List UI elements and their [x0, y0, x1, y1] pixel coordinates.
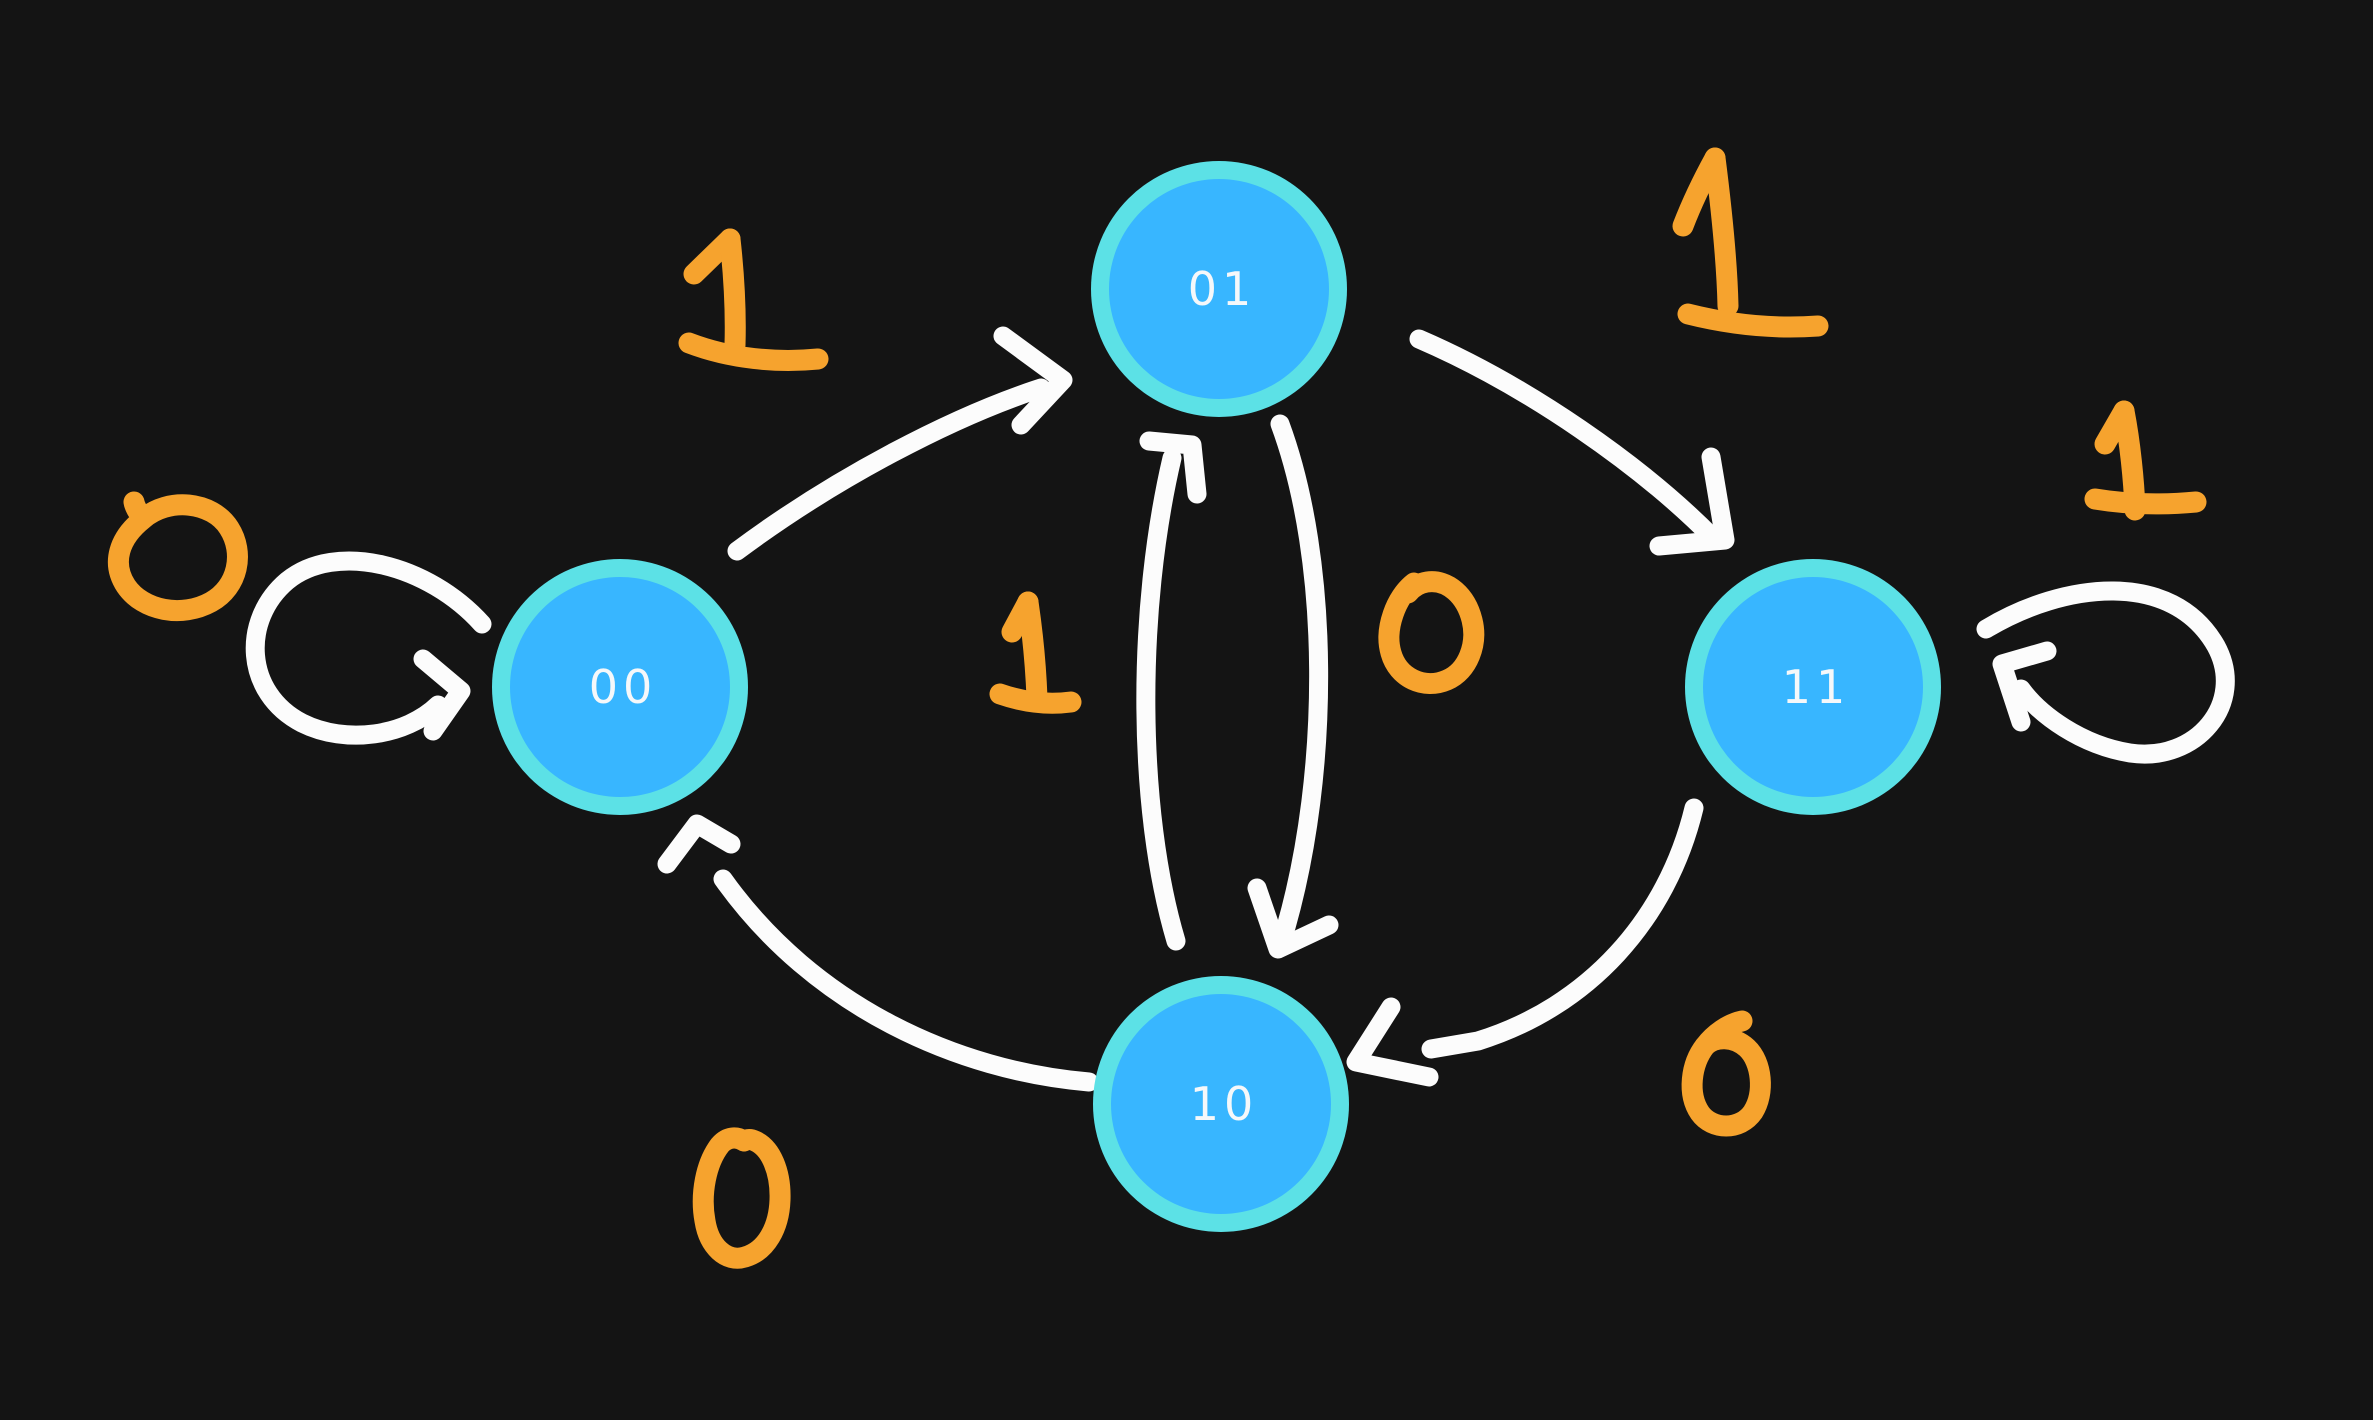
transition-label-01-to-10[interactable] — [1378, 571, 1485, 694]
transition-01-to-10[interactable] — [1247, 414, 1339, 959]
state-01-fill — [1109, 179, 1329, 399]
transition-label-11-self[interactable] — [2084, 400, 2207, 521]
digit-1-stroke — [2084, 488, 2207, 515]
transition-label-10-to-00[interactable] — [692, 1127, 791, 1269]
transition-01-to-11[interactable] — [1409, 329, 1735, 556]
transition-10-to-01[interactable] — [1136, 431, 1207, 951]
arrowhead-11-to-10 — [1346, 997, 1439, 1087]
transition-00-self[interactable] — [245, 551, 492, 745]
state-node-10[interactable]: 10 — [1093, 976, 1349, 1232]
transition-label-00-self[interactable] — [108, 491, 248, 622]
transition-11-to-10[interactable] — [1346, 798, 1704, 1087]
arrowhead-01-to-10 — [1247, 878, 1339, 959]
state-10-label: 10 — [1190, 1077, 1259, 1131]
edge-01-to-11-curve — [1409, 329, 1723, 548]
transition-label-01-to-11[interactable] — [1672, 147, 1829, 338]
transition-label-10-to-01[interactable] — [989, 591, 1082, 714]
state-node-01[interactable]: 01 — [1091, 161, 1347, 417]
arrowhead-11-self — [1992, 641, 2057, 732]
digit-1-stroke — [719, 228, 746, 356]
digit-0-stroke — [692, 1127, 791, 1269]
digit-0-stroke — [108, 491, 248, 622]
digit-1-stroke — [678, 332, 829, 371]
edge-11-to-10-curve — [1421, 798, 1704, 1059]
edge-10-to-00-curve — [713, 869, 1099, 1092]
digit-1-stroke — [1017, 591, 1048, 709]
state-node-00[interactable]: 00 — [492, 559, 748, 815]
state-00-fill — [510, 577, 730, 797]
transition-10-to-00[interactable] — [657, 814, 1099, 1092]
arrowhead-00-self — [413, 649, 471, 741]
transition-label-00-to-01[interactable] — [678, 228, 829, 371]
edge-11-self-curve — [1976, 581, 2235, 764]
state-11-fill — [1703, 577, 1923, 797]
state-11-label: 11 — [1782, 660, 1851, 714]
edge-01-to-10-curve — [1270, 414, 1329, 937]
edge-00-self-curve — [245, 551, 492, 745]
arrowhead-01-to-11 — [1649, 447, 1735, 556]
state-00-label: 00 — [589, 660, 658, 714]
digit-0-stroke — [1681, 1028, 1771, 1137]
arrowhead-10-to-01 — [1139, 431, 1207, 504]
transition-label-11-to-10[interactable] — [1681, 1010, 1771, 1137]
transition-11-self[interactable] — [1976, 581, 2235, 764]
state-01-label: 01 — [1188, 262, 1257, 316]
arrowhead-00-to-01 — [993, 326, 1073, 435]
digit-1-stroke — [1704, 147, 1739, 317]
transition-00-to-01[interactable] — [727, 326, 1073, 561]
state-node-11[interactable]: 11 — [1685, 559, 1941, 815]
edge-00-to-01-curve — [727, 378, 1051, 561]
edge-10-to-01-curve — [1136, 448, 1186, 951]
arrowhead-10-to-00 — [657, 814, 741, 874]
state-10-fill — [1111, 994, 1331, 1214]
digit-1-stroke — [989, 683, 1082, 714]
digit-0-stroke — [1378, 571, 1485, 694]
digit-1-stroke — [1677, 303, 1829, 338]
